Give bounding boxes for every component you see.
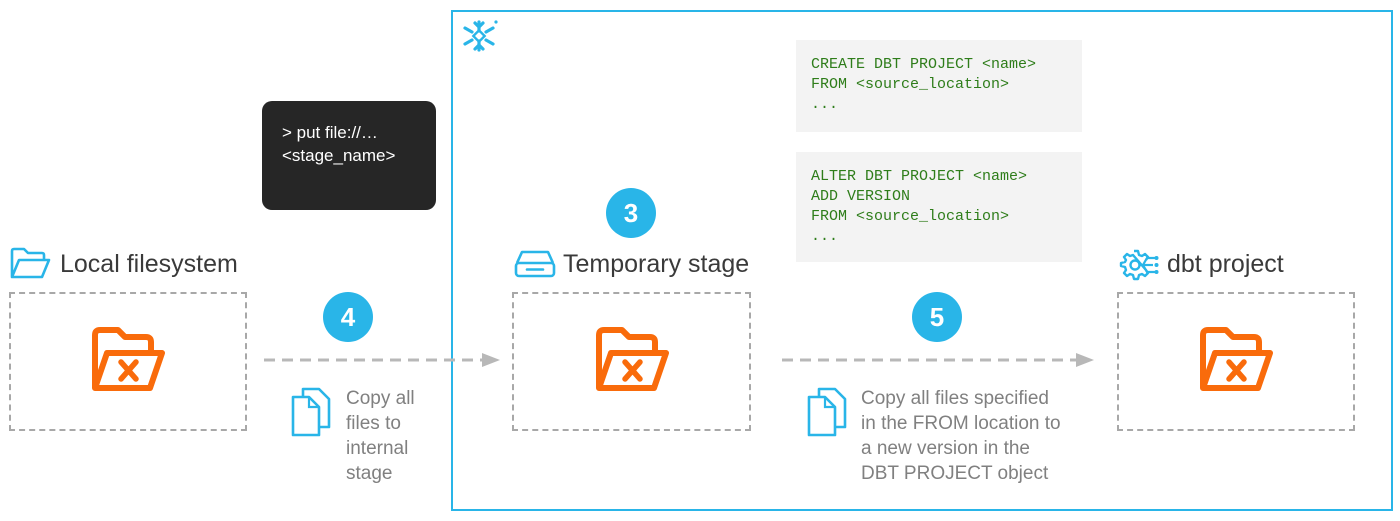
caption-line: files to xyxy=(346,413,401,434)
caption-line: Copy all xyxy=(346,388,415,409)
step-4-arrow xyxy=(264,353,500,367)
code-line: CREATE DBT PROJECT <name> xyxy=(811,56,1037,73)
dbt-project-label: dbt project xyxy=(1167,250,1284,278)
temporary-stage-box xyxy=(512,292,751,431)
step-3-badge: 3 xyxy=(606,188,656,238)
alter-dbt-project-code: ALTER DBT PROJECT <name> ADD VERSION FROM … xyxy=(796,152,1082,262)
terminal-line: <stage_name> xyxy=(282,146,396,165)
temporary-stage-label: Temporary stage xyxy=(563,250,750,278)
code-line: ... xyxy=(811,96,839,113)
local-filesystem-box xyxy=(9,292,247,431)
dbt-project-box xyxy=(1117,292,1355,431)
copy-files-icon xyxy=(807,387,847,437)
storage-drive-icon xyxy=(514,250,556,278)
gear-network-icon xyxy=(1119,249,1159,281)
code-line: ALTER DBT PROJECT <name> xyxy=(811,168,1028,185)
step-5-badge: 5 xyxy=(912,292,962,342)
step-4-badge: 4 xyxy=(323,292,373,342)
folder-outline-icon xyxy=(10,247,51,279)
dbt-folder-icon xyxy=(596,327,669,391)
snowflake-account-boundary xyxy=(451,10,1393,511)
put-command-terminal: > put file://… <stage_name> xyxy=(262,101,436,210)
local-filesystem-label: Local filesystem xyxy=(60,250,238,278)
copy-files-icon xyxy=(291,387,331,437)
caption-line: internal xyxy=(346,438,409,459)
caption-line: DBT PROJECT object xyxy=(861,463,1049,484)
create-dbt-project-code: CREATE DBT PROJECT <name> FROM <source_lo… xyxy=(796,40,1082,132)
dbt-folder-icon xyxy=(1200,327,1273,391)
step-5-arrow xyxy=(782,353,1094,367)
code-line: FROM <source_location> xyxy=(811,76,1010,93)
step-5-caption: Copy all files specified in the FROM loc… xyxy=(861,386,1061,486)
code-line: ADD VERSION xyxy=(811,188,911,205)
caption-line: a new version in the xyxy=(861,438,1030,459)
caption-line: stage xyxy=(346,463,393,484)
code-line: ... xyxy=(811,228,839,245)
step-4-caption: Copy all files to internal stage xyxy=(346,386,415,486)
dbt-folder-icon xyxy=(92,327,165,391)
caption-line: Copy all files specified xyxy=(861,388,1049,409)
code-line: FROM <source_location> xyxy=(811,208,1010,225)
terminal-line: > put file://… xyxy=(282,123,378,142)
snowflake-icon xyxy=(463,20,498,52)
caption-line: in the FROM location to xyxy=(861,413,1061,434)
